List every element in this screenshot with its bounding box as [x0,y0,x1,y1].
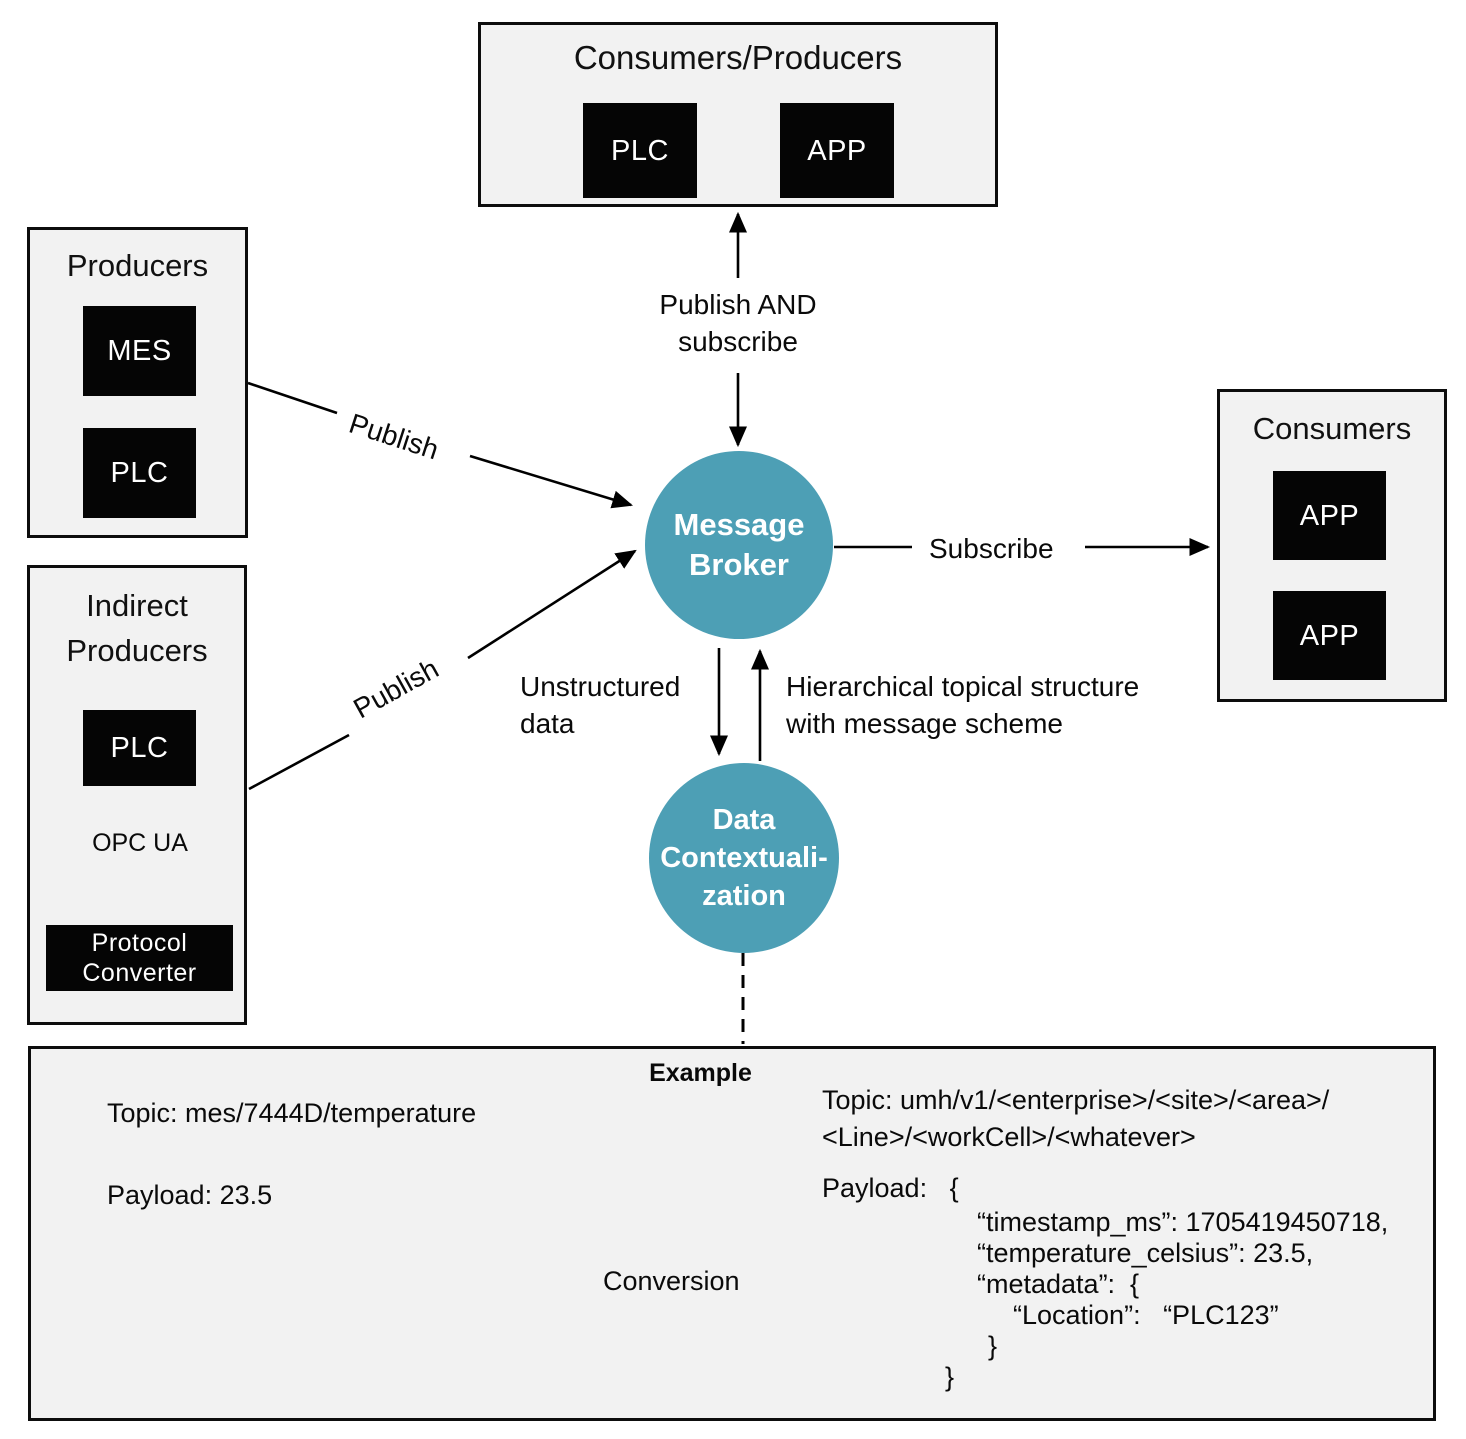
chip-app: APP [1273,591,1386,680]
chip-mes: MES [83,306,196,396]
example-json-metadata: “metadata”: { [977,1269,1140,1299]
data-contextualization-line3: zation [702,880,786,912]
chip-plc: PLC [83,710,196,786]
message-broker-label-line2: Broker [689,547,789,582]
data-contextualization-line1: Data [712,804,776,836]
example-json-close-outer: } [945,1362,955,1392]
publish-and-subscribe-label: Publish AND subscribe [659,289,817,357]
example-json-close-inner: } [988,1331,998,1361]
example-right-topic-line2: <Line>/<workCell>/<whatever> [822,1122,1196,1152]
chip-app: APP [1273,471,1386,560]
consumers-title: Consumers [1252,411,1412,446]
opc-ua-label: OPC UA [92,829,188,857]
message-broker-label-line1: Message [673,507,805,542]
chip-app: APP [780,103,894,198]
publish-label-top: Publish [345,407,443,466]
example-json-timestamp: “timestamp_ms”: 1705419450718, [977,1207,1389,1237]
example-json-temperature: “temperature_celsius”: 23.5, [977,1238,1314,1268]
message-broker-node: Message Broker [645,451,833,639]
publish-producers-arrow [469,454,633,509]
chip-plc: PLC [83,428,196,518]
subscribe-label: Subscribe [929,533,1054,564]
chip-protocol-converter: Protocol Converter [46,925,233,991]
consumers-producers-title: Consumers/Producers [573,39,903,76]
example-left-payload: Payload: 23.5 [107,1180,273,1210]
publish-producers-segment [247,381,338,415]
data-contextualization-node: Data Contextuali- zation [649,763,839,953]
example-title: Example [649,1059,752,1087]
chip-plc: PLC [583,103,697,198]
indirect-producers-box: Indirect Producers PLC OPC UA Protocol C… [27,565,247,1025]
example-left-topic: Topic: mes/7444D/temperature [107,1098,477,1128]
unstructured-data-label: Unstructured data [520,671,681,739]
producers-box: Producers MES PLC [27,227,248,538]
example-box [28,1046,1436,1421]
indirect-producers-title: Indirect Producers [66,588,208,668]
example-json-location: “Location”: “PLC123” [1013,1300,1279,1330]
publish-label-bottom: Publish [348,652,444,725]
publish-indirect-segment [248,733,350,791]
example-right-payload-open: Payload: { [822,1173,959,1203]
example-right-topic-line1: Topic: umh/v1/<enterprise>/<site>/<area>… [822,1085,1330,1115]
data-contextualization-line2: Contextuali- [660,842,828,874]
publish-indirect-arrow [467,549,637,660]
consumers-box: Consumers APP APP [1217,389,1447,702]
conversion-label: Conversion [603,1266,740,1296]
hierarchical-structure-label: Hierarchical topical structure with mess… [786,671,1140,739]
producers-title: Producers [66,248,209,283]
consumers-producers-box: Consumers/Producers PLC APP [478,22,998,207]
